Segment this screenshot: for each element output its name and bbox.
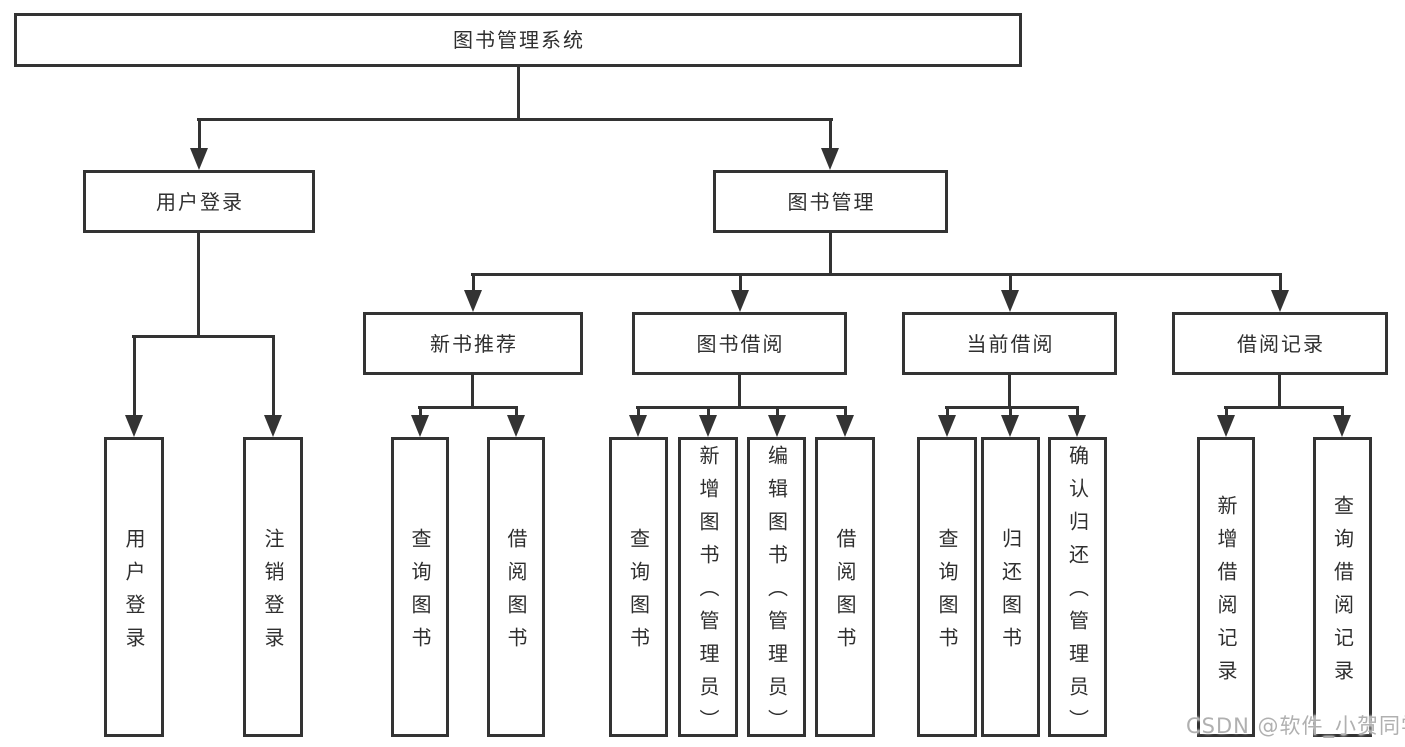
node-label: 图书管理 <box>787 189 876 214</box>
connector-new-book-stem <box>471 374 474 408</box>
csdn-watermark: CSDN @软件_小贺同学 <box>1186 714 1405 738</box>
connector-borrow-record-stem <box>1278 374 1281 408</box>
leaf-add-borrow-record: 新增借阅记录 <box>1197 437 1255 737</box>
connector-level2-bar <box>471 273 1282 276</box>
arrow-down-icon <box>1217 406 1235 437</box>
leaf-confirm-return-admin: 确认归还（管理员） <box>1048 437 1107 742</box>
arrow-down-icon <box>190 118 208 170</box>
connector-book-mgmt-stem <box>829 232 832 275</box>
leaf-label: 新增图书（管理员） <box>696 445 720 742</box>
arrow-down-icon <box>938 406 956 437</box>
node-new-book-recommendation: 新书推荐 <box>363 312 583 375</box>
node-label: 当前借阅 <box>966 331 1055 356</box>
connector-new-book-bar <box>418 406 518 409</box>
node-book-borrowing: 图书借阅 <box>632 312 847 375</box>
connector-root-stem <box>517 66 520 120</box>
leaf-search-books-recommend: 查询图书 <box>391 437 449 737</box>
leaf-label: 借阅图书 <box>504 527 528 660</box>
leaf-label: 借阅图书 <box>833 527 857 660</box>
leaf-search-books-current: 查询图书 <box>917 437 977 737</box>
arrow-down-icon <box>1001 273 1019 312</box>
leaf-label: 编辑图书（管理员） <box>764 445 789 742</box>
leaf-return-books: 归还图书 <box>981 437 1040 737</box>
arrow-down-icon <box>507 406 525 437</box>
leaf-search-books-borrow: 查询图书 <box>609 437 668 737</box>
node-label: 图书管理系统 <box>453 28 585 52</box>
connector-borrow-record-bar <box>1224 406 1344 409</box>
arrow-down-icon <box>731 273 749 312</box>
leaf-label: 查询图书 <box>408 527 432 660</box>
node-user-login: 用户登录 <box>83 170 315 233</box>
leaf-edit-book-admin: 编辑图书（管理员） <box>747 437 806 742</box>
leaf-search-borrow-record: 查询借阅记录 <box>1313 437 1372 737</box>
leaf-borrow-books-borrow: 借阅图书 <box>815 437 875 737</box>
leaf-add-book-admin: 新增图书（管理员） <box>678 437 738 742</box>
node-library-system: 图书管理系统 <box>14 13 1022 67</box>
arrow-down-icon <box>464 273 482 312</box>
node-label: 图书借阅 <box>696 331 785 356</box>
connector-current-borrow-stem <box>1008 374 1011 408</box>
node-book-management: 图书管理 <box>713 170 948 233</box>
leaf-label: 归还图书 <box>998 527 1023 660</box>
connector-level1-bar <box>197 118 833 121</box>
connector-current-borrow-bar <box>945 406 1079 409</box>
leaf-user-login: 用户登录 <box>104 437 164 737</box>
arrow-down-icon <box>1068 406 1086 437</box>
arrow-down-icon <box>699 406 717 437</box>
connector-user-login-stem <box>197 232 200 337</box>
arrow-down-icon <box>768 406 786 437</box>
node-label: 借阅记录 <box>1237 331 1325 356</box>
arrow-down-icon <box>1271 273 1289 312</box>
connector-user-login-bar <box>132 335 275 338</box>
node-borrowing-records: 借阅记录 <box>1172 312 1388 375</box>
node-label: 新书推荐 <box>430 331 518 356</box>
arrow-down-icon <box>629 406 647 437</box>
leaf-label: 新增借阅记录 <box>1214 494 1238 693</box>
arrow-down-icon <box>264 335 282 437</box>
leaf-logout: 注销登录 <box>243 437 303 737</box>
node-label: 用户登录 <box>156 189 244 214</box>
leaf-borrow-books-recommend: 借阅图书 <box>487 437 545 737</box>
leaf-label: 查询借阅记录 <box>1330 494 1355 693</box>
leaf-label: 查询图书 <box>935 527 959 660</box>
leaf-label: 查询图书 <box>626 527 651 660</box>
arrow-down-icon <box>1333 406 1351 437</box>
arrow-down-icon <box>836 406 854 437</box>
connector-book-borrow-bar <box>636 406 847 409</box>
arrow-down-icon <box>1001 406 1019 437</box>
leaf-label: 用户登录 <box>122 527 146 660</box>
arrow-down-icon <box>411 406 429 437</box>
connector-book-borrow-stem <box>738 374 741 408</box>
leaf-label: 注销登录 <box>261 527 285 660</box>
arrow-down-icon <box>125 335 143 437</box>
leaf-label: 确认归还（管理员） <box>1065 445 1090 742</box>
node-current-borrowing: 当前借阅 <box>902 312 1117 375</box>
arrow-down-icon <box>821 118 839 170</box>
